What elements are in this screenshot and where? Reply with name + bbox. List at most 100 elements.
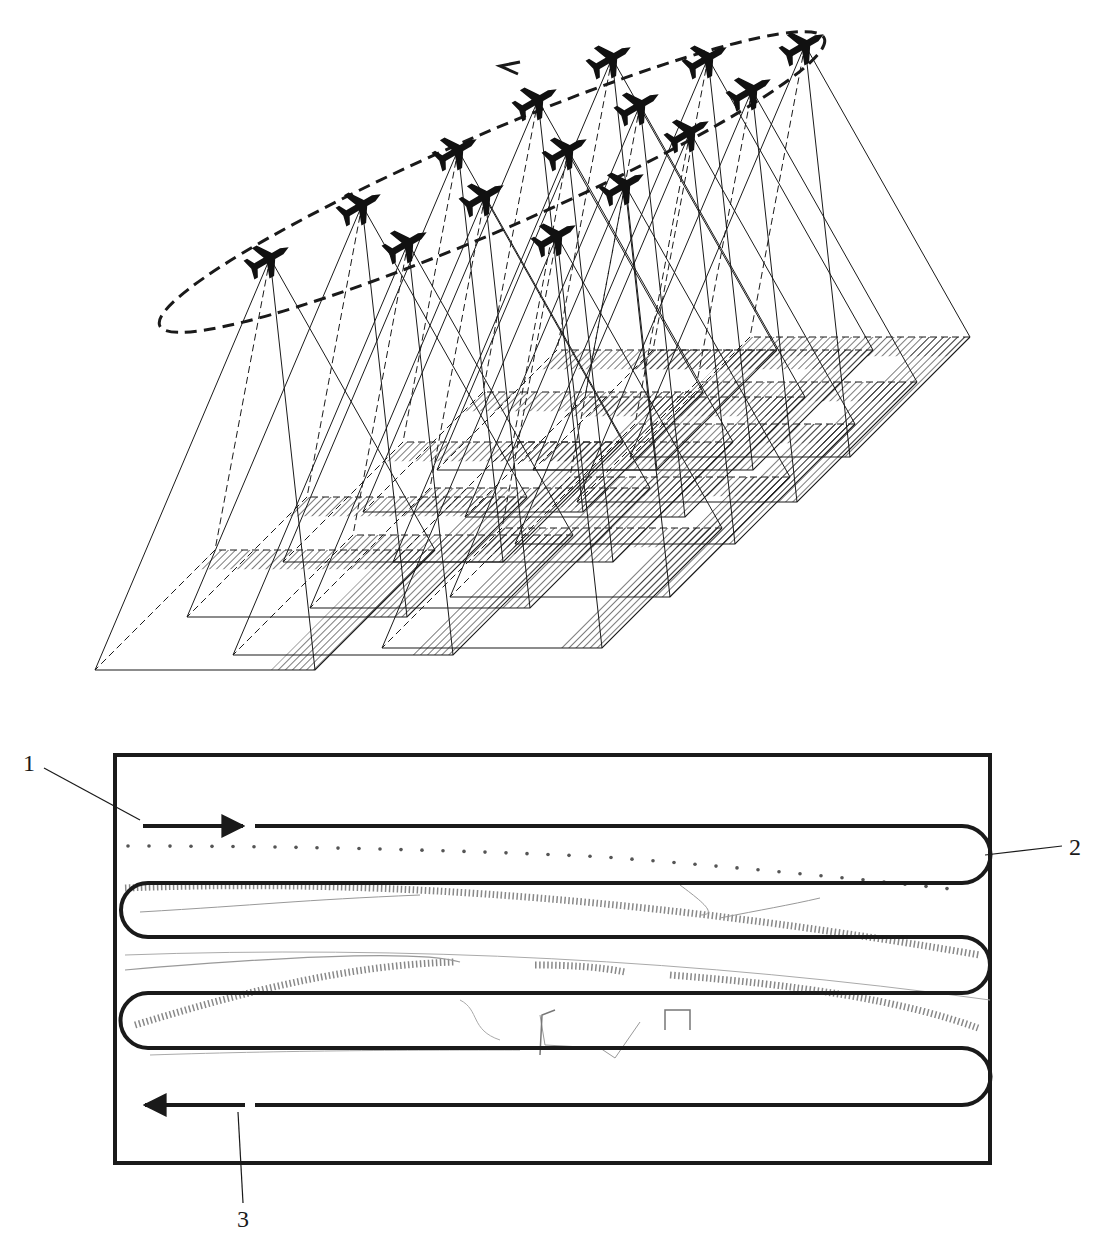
- leader-line: [985, 846, 1062, 855]
- view-cone-edge: [805, 45, 850, 457]
- photo-footprint: [450, 477, 790, 597]
- view-cone-edge: [450, 185, 625, 597]
- aerial-photo-scheme: [95, 0, 970, 670]
- map-dot: [168, 844, 172, 848]
- view-cone-edge: [187, 205, 362, 617]
- photo-footprint: [233, 535, 573, 655]
- entry-arrow: [143, 824, 243, 828]
- map-line: [140, 895, 420, 912]
- callout-number: 2: [1066, 834, 1084, 860]
- map-dot: [315, 846, 319, 850]
- map-dot: [441, 849, 445, 853]
- map-dot: [672, 861, 676, 865]
- survey-area-frame: [115, 755, 990, 1163]
- map-track: [670, 975, 978, 1028]
- view-cone-edge: [805, 45, 970, 337]
- view-cone-edge: [215, 258, 270, 550]
- photo-footprint: [310, 488, 650, 608]
- map-dot: [945, 887, 949, 891]
- view-cone-edge: [408, 243, 453, 655]
- map-dot: [189, 844, 193, 848]
- map-dot: [357, 847, 361, 851]
- flight-loop: [141, 0, 844, 370]
- map-dot: [420, 848, 424, 852]
- photo-footprint: [233, 535, 573, 655]
- airplane-icon: [538, 124, 595, 177]
- map-dot: [798, 872, 802, 876]
- map-dot: [693, 862, 697, 866]
- photo-footprint: [533, 350, 873, 470]
- view-cone-edge: [310, 196, 485, 608]
- map-dot: [483, 850, 487, 854]
- view-cone-edge: [483, 100, 538, 392]
- view-cone-edge: [752, 90, 797, 502]
- view-cone-edge: [485, 196, 650, 488]
- view-cone-edge: [690, 132, 735, 544]
- map-dot: [588, 854, 592, 858]
- map-dot: [924, 885, 928, 889]
- airplane-icon: [378, 217, 435, 270]
- view-cone-edge: [233, 243, 408, 655]
- map-track: [125, 886, 980, 955]
- airplane-icon: [595, 159, 652, 212]
- map-dot: [756, 868, 760, 872]
- airplane-icon: [678, 32, 735, 85]
- map-dot: [819, 874, 823, 878]
- map-dot: [504, 851, 508, 855]
- airplane-icon: [508, 74, 565, 127]
- map-dot: [126, 844, 130, 848]
- view-cone-edge: [625, 185, 670, 597]
- map-dot: [840, 876, 844, 880]
- airplane-icon: [455, 170, 512, 223]
- view-cone-edge: [502, 236, 557, 528]
- map-dot: [336, 846, 340, 850]
- view-cone-edge: [95, 258, 270, 670]
- photo-footprint: [630, 337, 970, 457]
- view-cone-edge: [533, 58, 708, 470]
- map-dot: [399, 848, 403, 852]
- airplane-icon: [332, 179, 389, 232]
- photo-footprint: [577, 382, 917, 502]
- view-cone-edge: [270, 258, 315, 670]
- photo-footprint: [363, 392, 703, 512]
- map-dot: [651, 859, 655, 863]
- map-dot: [378, 847, 382, 851]
- map-dot: [462, 850, 466, 854]
- map-dot: [546, 853, 550, 857]
- view-cone-edge: [697, 90, 752, 382]
- view-cone-edge: [752, 90, 917, 382]
- airplane-icon: [240, 232, 297, 285]
- airplane-icon: [775, 19, 832, 72]
- view-cone-edge: [393, 150, 568, 562]
- view-cone-edge: [570, 185, 625, 477]
- leader-line: [238, 1112, 243, 1203]
- view-cone-edge: [513, 150, 568, 442]
- airplane-icon: [582, 32, 639, 85]
- map-dot: [714, 864, 718, 868]
- flight-direction-arrow: [500, 62, 520, 74]
- map-dot: [609, 856, 613, 860]
- map-dot: [630, 857, 634, 861]
- map-dot: [525, 852, 529, 856]
- map-dot: [252, 845, 256, 849]
- view-cone-edge: [437, 58, 612, 470]
- map-line: [125, 955, 460, 970]
- photo-footprint: [95, 550, 435, 670]
- view-cone-edge: [708, 58, 753, 470]
- map-dot: [231, 845, 235, 849]
- map-dot: [273, 845, 277, 849]
- view-cone-edge: [382, 236, 557, 648]
- photo-footprint: [382, 528, 722, 648]
- view-cone-edge: [708, 58, 873, 350]
- airplane-icon: [660, 106, 717, 159]
- view-cone-edge: [577, 90, 752, 502]
- map-dot: [210, 845, 214, 849]
- airplane-icon: [722, 64, 779, 117]
- exit-arrow: [145, 1103, 245, 1107]
- view-cone-edge: [568, 150, 613, 562]
- airplane-icon: [527, 210, 584, 263]
- flight-route-map: [44, 755, 1062, 1203]
- photo-footprint: [363, 392, 703, 512]
- view-cone-edge: [630, 45, 805, 457]
- map-dot: [567, 854, 571, 858]
